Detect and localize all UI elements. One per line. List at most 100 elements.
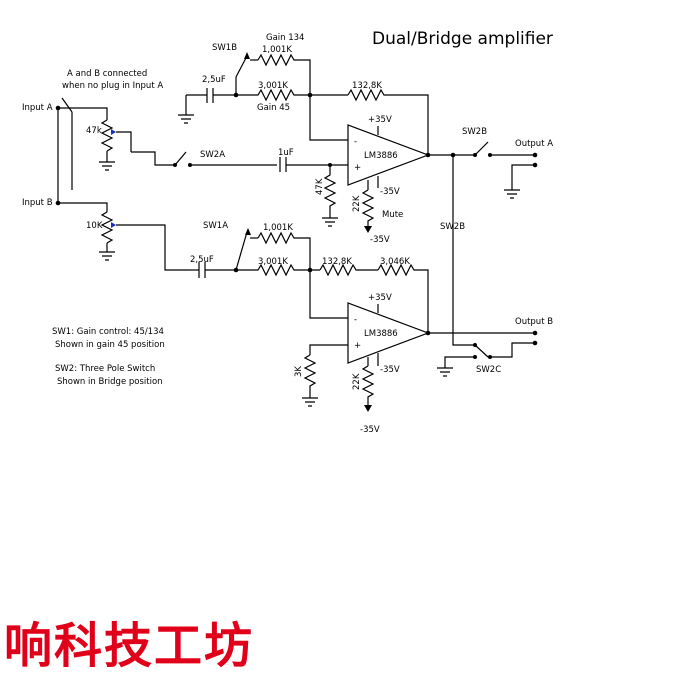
ground-symbol	[99, 251, 115, 261]
r-1001k-bot-label: 1,001K	[263, 223, 293, 233]
sw1-note-1: SW1: Gain control: 45/134	[52, 327, 164, 337]
minus35-top-b-label: -35V	[370, 235, 390, 245]
output-b-terminal	[532, 330, 538, 336]
sw2c-ground-wire	[444, 356, 475, 368]
input-a-wire	[58, 107, 108, 120]
sw2a-input-wire	[131, 151, 175, 166]
minus35-bot-a-label: -35V	[380, 365, 400, 375]
sw2-note-2: Shown in Bridge position	[57, 377, 163, 387]
sw2c-label: SW2C	[476, 365, 501, 375]
sw2-note-1: SW2: Three Pole Switch	[55, 364, 155, 374]
top-noninv-sign: +	[354, 163, 361, 173]
sw2a-blade	[174, 151, 187, 166]
sw2b-mid-label: SW2B	[440, 222, 465, 232]
output-a-label: Output A	[515, 139, 553, 149]
sw2b-top-label: SW2B	[462, 127, 487, 137]
c-25uf-top-label: 2,5uF	[202, 75, 226, 85]
r-1001k-top-label: 1,001K	[262, 45, 292, 55]
output-b-ground-terminal	[532, 340, 538, 346]
r-3001k-top-label: 3,001K	[258, 81, 288, 91]
minus35-top-a-label: -35V	[380, 187, 400, 197]
r-1001k-bot-resistor	[257, 231, 311, 270]
output-a-ground-terminal	[532, 162, 538, 168]
input-b-label: Input B	[22, 198, 53, 208]
lm3886-bot-label: LM3886	[364, 329, 398, 339]
sw1b-arrow	[244, 52, 250, 59]
sw1b-label: SW1B	[212, 43, 237, 53]
input-b-node	[55, 200, 61, 206]
pot-b-wiper-wire	[116, 224, 190, 271]
r-1328k-top-resistor	[347, 88, 429, 155]
r-22k-bot-resistor	[361, 365, 375, 405]
mute-label: Mute	[382, 210, 403, 220]
pot-a-resistor	[100, 119, 114, 152]
c-25uf-bot-label: 2,5uF	[190, 255, 214, 265]
sw2b-bridge-wire	[452, 155, 475, 346]
sw2b-blade	[474, 141, 489, 156]
r-3001k-top-resistor	[236, 88, 348, 102]
watermark-text: 响科技工坊	[4, 618, 255, 674]
mute-arrow	[364, 226, 372, 233]
r-3k-resistor	[303, 354, 317, 398]
output-a-ground-wire	[511, 164, 535, 190]
pot-b-wiper-arrow	[111, 222, 116, 228]
sw1a-arrow	[245, 228, 251, 235]
r-1001k-top-resistor	[257, 53, 311, 95]
note-line-1: A and B connected	[67, 69, 147, 79]
input-b-wire	[58, 202, 108, 212]
pot-a-wiper-arrow	[111, 129, 116, 135]
pot-a-label: 47k	[86, 126, 102, 136]
r-1328k-bot-label: 132,8K	[322, 257, 352, 267]
sw1a-blade	[235, 231, 248, 271]
bot-mute-arrow	[364, 405, 372, 412]
sw2c-blade	[474, 344, 489, 358]
bottom-amplifier: SW1A 1,001K 2,5uF 3,001K 132,8K 3,046K -…	[190, 221, 553, 435]
lm3886-top-opamp	[347, 124, 430, 186]
sw2c-wire	[490, 342, 535, 358]
pot-b-resistor	[100, 211, 114, 244]
input-section: Input A Input B A and B connected when n…	[22, 69, 348, 271]
top-inv-wire	[309, 95, 348, 141]
sw1-note-2: Shown in gain 45 position	[55, 340, 165, 350]
minus35-bot-b-label: -35V	[360, 425, 380, 435]
note-line-2: when no plug in Input A	[62, 81, 163, 91]
diagram-title: Dual/Bridge amplifier	[372, 29, 553, 49]
r-47k-resistor	[323, 165, 337, 218]
r-1328k-bot-resistor	[319, 263, 378, 277]
c-1uf-label: 1uF	[278, 148, 294, 158]
ground-symbol	[322, 217, 338, 227]
r-22k-bot-label: 22K	[352, 373, 362, 390]
ground-symbol	[437, 367, 453, 377]
r-3k-label: 3K	[294, 366, 304, 377]
ground-symbol	[302, 397, 318, 407]
ground-symbol	[99, 161, 115, 171]
output-b-label: Output B	[515, 317, 553, 327]
jack-switch-contact	[61, 97, 73, 113]
top-inv-sign: -	[354, 137, 357, 147]
r-47k-label: 47K	[315, 178, 325, 195]
r-3046k-label: 3,046K	[380, 257, 410, 267]
bot-inv-sign: -	[354, 315, 357, 325]
sw1b-blade	[235, 55, 248, 78]
input-a-label: Input A	[22, 103, 53, 113]
output-a-terminal	[532, 152, 538, 158]
top-amplifier: SW1B Gain 134 1,001K 2,5uF 3,001K Gain 4…	[178, 33, 553, 245]
r-1328k-top-label: 132,8K	[352, 81, 382, 91]
pot-a-wiper-wire	[116, 131, 132, 152]
notes: SW1: Gain control: 45/134 Shown in gain …	[52, 327, 165, 387]
ground-symbol	[178, 114, 194, 124]
r-3001k-bot-resistor	[236, 263, 320, 277]
bot-noninv-sign: +	[354, 341, 361, 351]
plus35-top-label: +35V	[368, 115, 392, 125]
lm3886-top-label: LM3886	[364, 151, 398, 161]
pot-b-label: 10K	[86, 221, 103, 231]
lm3886-bot-opamp	[347, 302, 430, 364]
bot-noninv-wire	[309, 344, 348, 355]
bot-inv-wire	[309, 270, 348, 319]
r-22k-top-label: 22K	[352, 195, 362, 212]
gain134-label: Gain 134	[266, 33, 304, 43]
r-3001k-bot-label: 3,001K	[258, 257, 288, 267]
sw1a-label: SW1A	[203, 221, 228, 231]
c-25uf-top-capacitor	[206, 88, 214, 103]
